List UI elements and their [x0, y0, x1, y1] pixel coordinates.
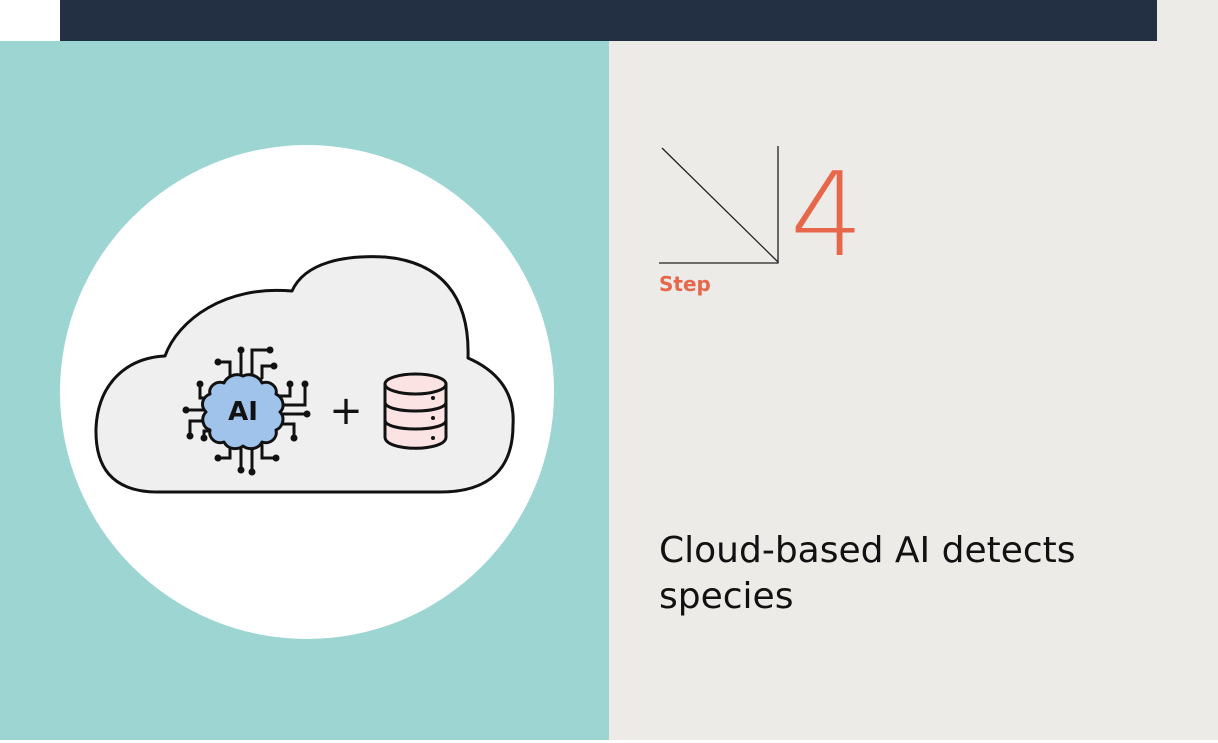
- step-label: Step: [659, 272, 711, 296]
- top-bar: [60, 0, 1157, 41]
- down-right-arrow-icon: [659, 146, 779, 264]
- step-number: 4: [790, 148, 864, 283]
- step-caption: Cloud-based AI detects species: [659, 530, 1076, 617]
- text-panel: [609, 41, 1218, 740]
- cloud-ai-illustration: AI +: [60, 145, 554, 639]
- bottom-strip: [0, 740, 1218, 743]
- ai-chip-label: AI: [228, 397, 258, 427]
- plus-sign: +: [329, 388, 363, 434]
- database-icon: [383, 372, 448, 450]
- top-right-background: [1157, 0, 1218, 41]
